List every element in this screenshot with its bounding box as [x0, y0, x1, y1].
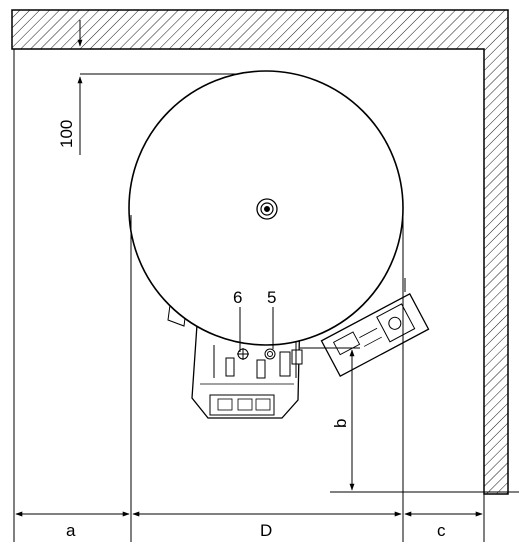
extension-lines [13, 49, 485, 542]
label-dim-c: c [437, 521, 446, 540]
dim-b [300, 347, 519, 493]
leader-lines [239, 307, 274, 352]
label-part-5: 5 [267, 288, 276, 307]
label-dim-b: b [331, 419, 350, 428]
label-dim-d: D [260, 521, 272, 540]
boiler-unit [128, 70, 430, 419]
side-module [320, 292, 430, 378]
label-dim-100: 100 [57, 120, 76, 148]
label-dim-a: a [66, 521, 76, 540]
label-part-6: 6 [233, 288, 242, 307]
